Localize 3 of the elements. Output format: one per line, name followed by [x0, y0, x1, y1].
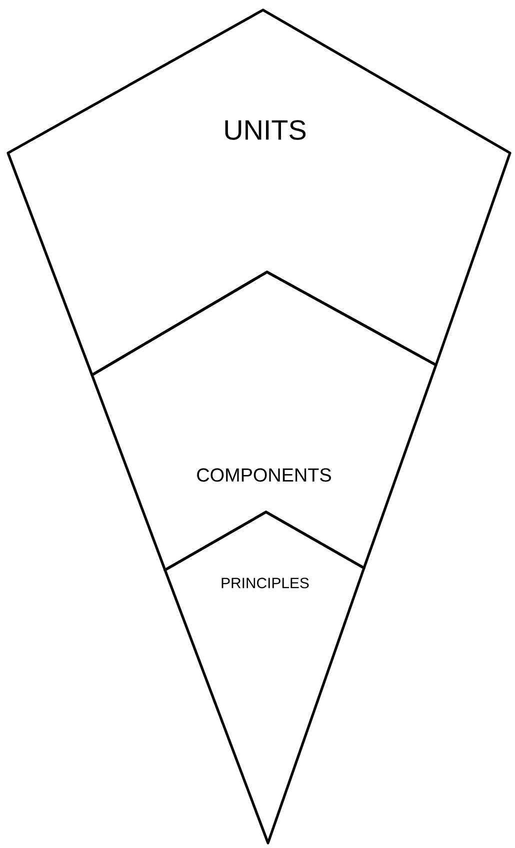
- arrowhead-section: PRINCIPLES: [164, 510, 366, 844]
- chevron-band: COMPONENTS: [90, 270, 438, 572]
- pentagon-section: UNITS: [6, 8, 512, 376]
